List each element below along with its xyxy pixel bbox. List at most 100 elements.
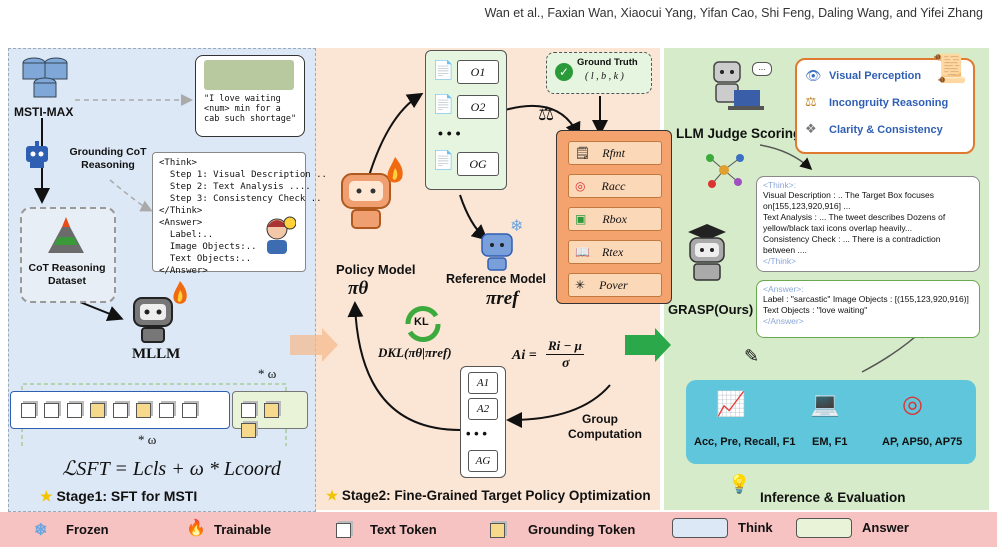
group-computation-label: Group Computation bbox=[568, 412, 642, 441]
fire-icon bbox=[173, 281, 187, 304]
grounding-token-icon bbox=[264, 403, 279, 418]
legend-trainable: Trainable bbox=[214, 522, 272, 537]
puzzle-icon: ❖ bbox=[805, 121, 817, 136]
text-token-icon bbox=[113, 403, 128, 418]
grasp-robot-icon bbox=[688, 224, 726, 281]
target-icon: ◎ bbox=[575, 179, 586, 193]
scale-icon: ⚖ bbox=[805, 94, 817, 109]
overlap-icon: ✳ bbox=[575, 278, 586, 292]
grounding-label: Grounding CoT Reasoning bbox=[69, 146, 147, 171]
volcano-icon bbox=[48, 217, 84, 253]
metric-text: EM, F1 bbox=[812, 436, 848, 448]
think-content: Visual Description : .. The Target Box f… bbox=[763, 190, 946, 255]
star-icon: ★ bbox=[40, 488, 53, 504]
metrics-panel: 📈 💻 ◎ Acc, Pre, Recall, F1 EM, F1 AP, AP… bbox=[686, 380, 976, 464]
robot-icon bbox=[26, 141, 48, 168]
output-o1: O1 bbox=[457, 60, 499, 84]
fire-icon: 🔥 bbox=[186, 520, 206, 537]
tweet-text: "I love waiting <num> min for a cab such… bbox=[204, 94, 297, 124]
advantage-numerator: Ri − μ bbox=[546, 338, 584, 355]
target-icon: ◎ bbox=[902, 391, 923, 418]
think-open-tag: <Think>: bbox=[763, 180, 797, 190]
book-icon: 📖 bbox=[575, 245, 590, 259]
metric-classification: Acc, Pre, Recall, F1 bbox=[694, 436, 796, 448]
reward-tex: 📖Rtex bbox=[568, 240, 662, 264]
snowflake-icon: ❄ bbox=[34, 522, 48, 539]
answer-output-box: <Answer>: Label : "sarcastic" Image Obje… bbox=[756, 280, 980, 338]
think-output-box: <Think>: Visual Description : .. The Tar… bbox=[756, 176, 980, 272]
lightbulb-icon: 💡 bbox=[728, 474, 751, 494]
reward-acc: ◎Racc bbox=[568, 174, 662, 198]
answer-close-tag: </Answer> bbox=[763, 316, 804, 326]
output-o2: O2 bbox=[457, 95, 499, 119]
kl-label: KL bbox=[414, 316, 429, 328]
legend-grounding-token: Grounding Token bbox=[528, 522, 636, 537]
mllm-robot-icon bbox=[133, 297, 173, 343]
stage1-to-stage2-arrow bbox=[290, 328, 338, 362]
document-icon: 📄 bbox=[432, 60, 455, 80]
answer-open-tag: <Answer>: bbox=[763, 284, 804, 294]
document-icon: 📄 bbox=[432, 150, 455, 170]
reward-box: ▣Rbox bbox=[568, 207, 662, 231]
writing-icon: ✎ bbox=[744, 346, 760, 366]
text-token-icon bbox=[67, 403, 82, 418]
reference-symbol: πref bbox=[486, 288, 519, 309]
grounding-token-icon bbox=[90, 403, 105, 418]
judge-label: LLM Judge Scoring bbox=[676, 126, 802, 141]
advantage-lhs: Ai = bbox=[512, 348, 537, 363]
ground-truth-value: ( l , b , k ) bbox=[585, 71, 624, 82]
criterion-visual: Visual Perception bbox=[829, 70, 922, 82]
stage3-title: Inference & Evaluation bbox=[760, 490, 906, 505]
person-icon bbox=[266, 216, 296, 254]
advantage-ag: AG bbox=[468, 450, 498, 472]
speech-bubble-icon: ... bbox=[752, 62, 772, 76]
stage2-title: ★ Stage2: Fine-Grained Target Policy Opt… bbox=[326, 488, 651, 503]
think-swatch bbox=[672, 518, 728, 538]
star-icon: ★ bbox=[326, 488, 339, 503]
metric-grounding: AP, AP50, AP75 bbox=[882, 436, 963, 448]
think-token-box bbox=[10, 391, 230, 429]
cot-dataset-label: CoT Reasoning Dataset bbox=[28, 262, 106, 287]
stage1-title: ★ Stage1: SFT for MSTI bbox=[40, 488, 198, 504]
legend-frozen: Frozen bbox=[66, 522, 109, 537]
criteria-box: 👁 Visual Perception ⚖ Incongruity Reason… bbox=[795, 58, 975, 154]
advantage-denominator: σ bbox=[562, 356, 570, 371]
criterion-clarity: Clarity & Consistency bbox=[829, 124, 943, 136]
stage2-to-stage3-arrow bbox=[625, 328, 671, 362]
reference-robot-icon bbox=[481, 233, 513, 271]
document-icon: 📄 bbox=[432, 94, 455, 114]
chart-icon: 📈 bbox=[716, 391, 746, 418]
advantage-a1: A1 bbox=[468, 372, 498, 394]
ground-truth-box: ✓ Ground Truth ( l , b , k ) bbox=[546, 52, 652, 94]
database-icon bbox=[22, 57, 68, 98]
grasp-model-label: GRASP(Ours) bbox=[668, 302, 754, 317]
reference-model-label: Reference Model bbox=[446, 272, 547, 286]
text-token-icon bbox=[44, 403, 59, 418]
judge-robot-laptop-icon bbox=[713, 61, 764, 110]
cycle-arrows-icon bbox=[405, 305, 441, 343]
legend-answer: Answer bbox=[862, 520, 909, 535]
answer-content: Label : "sarcastic" Image Objects : [(15… bbox=[763, 294, 969, 315]
mllm-label: MLLM bbox=[132, 346, 181, 362]
snowflake-icon: ❄ bbox=[510, 218, 524, 235]
think-close-tag: </Think> bbox=[763, 256, 797, 266]
output-og: OG bbox=[457, 152, 499, 176]
format-icon: 🗒 bbox=[575, 146, 591, 160]
reward-fmt: 🗒Rfmt bbox=[568, 141, 662, 165]
policy-symbol: πθ bbox=[348, 278, 369, 299]
tweet-card: "I love waiting <num> min for a cab such… bbox=[195, 55, 305, 137]
text-token-icon bbox=[336, 523, 351, 538]
text-token-icon bbox=[241, 403, 256, 418]
text-token-icon bbox=[159, 403, 174, 418]
penalty-over: ✳Pover bbox=[568, 273, 662, 297]
answer-swatch bbox=[796, 518, 852, 538]
text-token-icon bbox=[182, 403, 197, 418]
ground-truth-title: Ground Truth bbox=[577, 57, 638, 68]
computer-icon: 💻 bbox=[810, 391, 840, 418]
fire-icon bbox=[387, 157, 403, 183]
text-token-icon bbox=[21, 403, 36, 418]
omega-bottom: * ω bbox=[138, 432, 157, 447]
check-icon: ✓ bbox=[555, 63, 573, 81]
image-icon: ▣ bbox=[575, 212, 587, 226]
omega-top: * ω bbox=[258, 366, 277, 381]
